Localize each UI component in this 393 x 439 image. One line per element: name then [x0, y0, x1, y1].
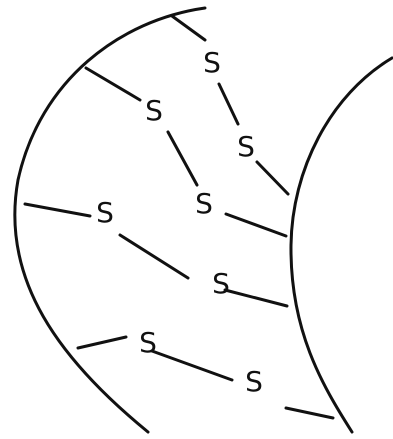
bond-line — [257, 162, 288, 194]
bond-line — [78, 337, 126, 348]
bond-line — [25, 204, 90, 216]
bottom-hook-line — [286, 408, 333, 418]
sulfur-label: S — [212, 267, 230, 300]
bond-line — [219, 84, 238, 124]
bond-line — [172, 16, 205, 40]
sulfur-label: S — [96, 196, 114, 229]
bond-line — [225, 290, 287, 306]
bond-line — [120, 235, 188, 278]
bond-line — [86, 68, 140, 100]
bond-line — [152, 351, 232, 380]
bond-line — [226, 214, 286, 236]
sulfur-label: S — [237, 130, 255, 163]
bond-line — [168, 132, 197, 185]
sulfur-label: S — [245, 365, 263, 398]
sulfur-label: S — [145, 94, 163, 127]
sulfur-label: S — [139, 326, 157, 359]
sulfur-label: S — [203, 46, 221, 79]
sulfur-label: S — [195, 187, 213, 220]
right-curved-boundary — [291, 58, 392, 432]
